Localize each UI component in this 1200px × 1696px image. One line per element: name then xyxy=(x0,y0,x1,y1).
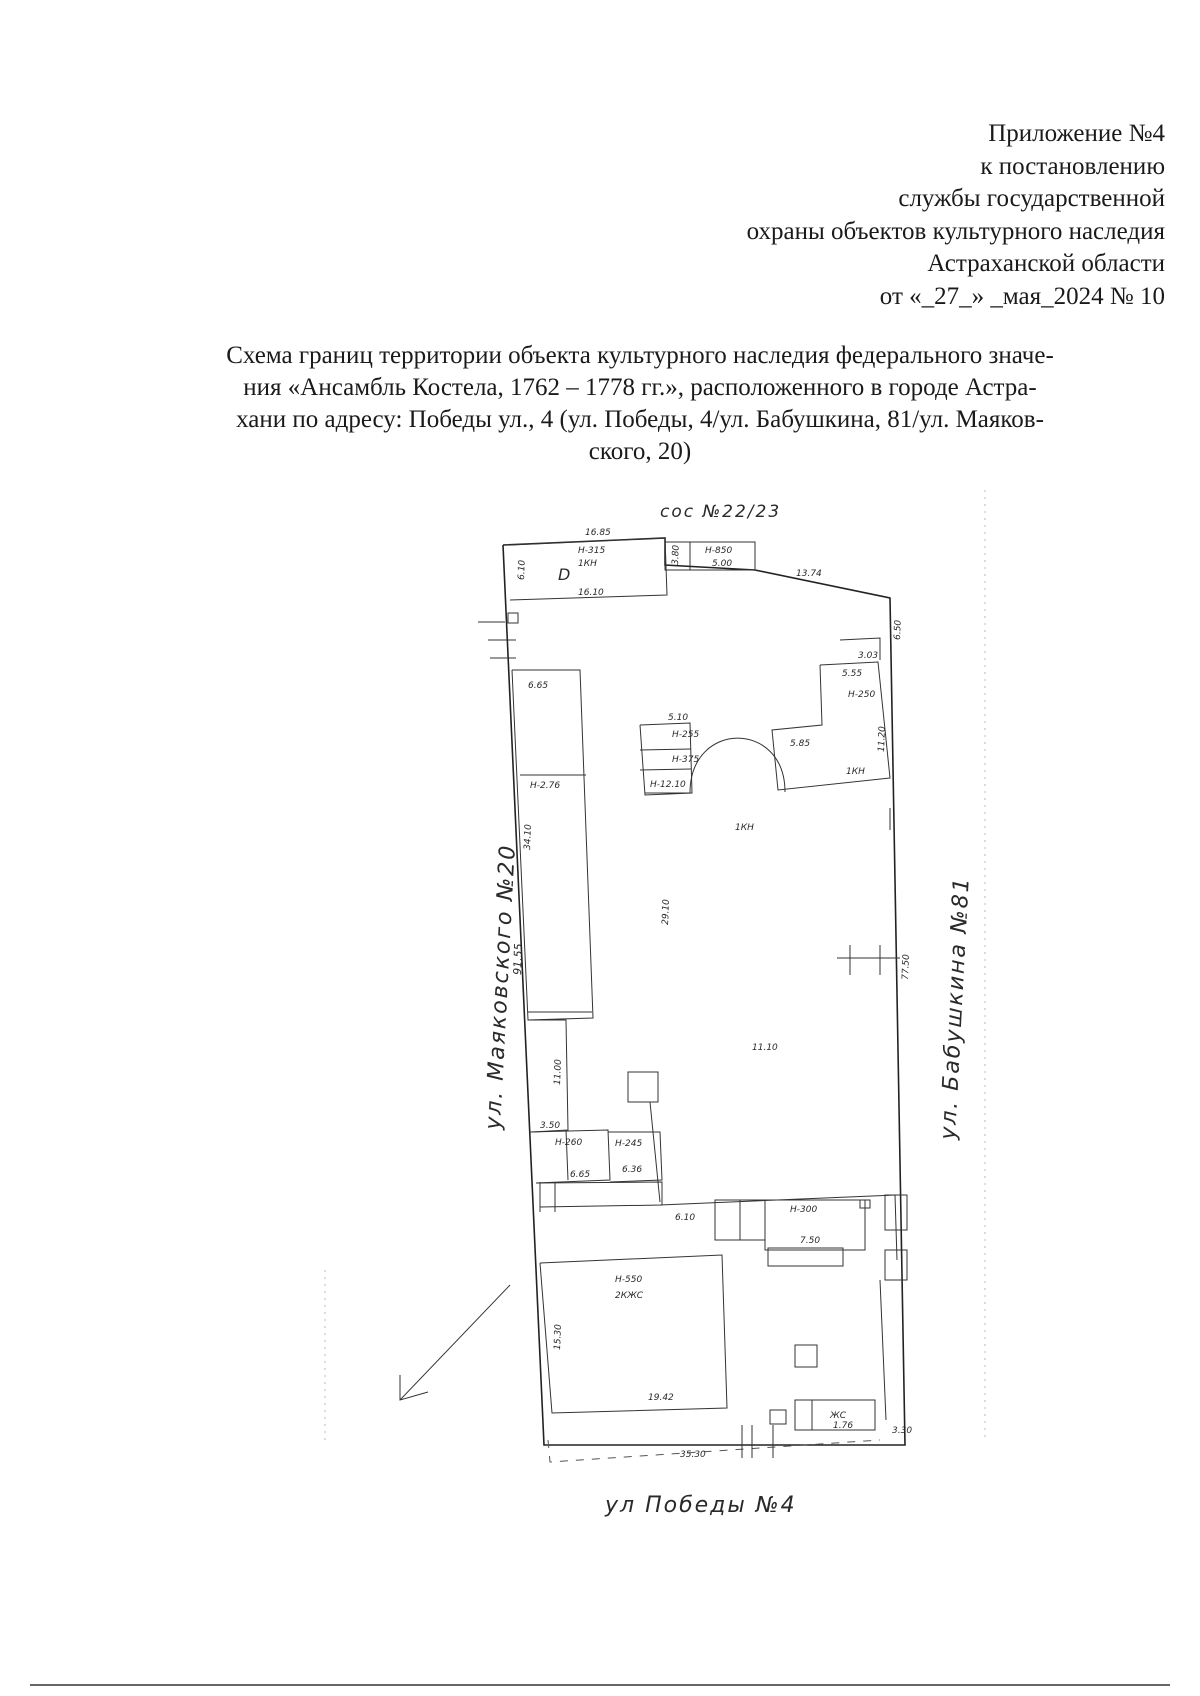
left-long-building xyxy=(511,669,594,1021)
wall-line xyxy=(639,768,692,771)
marking-label: 1КН xyxy=(846,767,865,777)
dim-label: 7.50 xyxy=(800,1236,820,1246)
wall-line xyxy=(879,1279,887,1421)
tiny-block xyxy=(769,1409,787,1425)
dim-label: 11.10 xyxy=(752,1043,778,1053)
height-label: H-850 xyxy=(705,546,732,556)
annex-notch xyxy=(839,637,881,660)
marking-label: 2КЖС xyxy=(615,1291,644,1301)
appendix-line: Приложение №4 xyxy=(988,120,1165,147)
dim-label: 6.65 xyxy=(570,1170,590,1180)
dim-label: 3.30 xyxy=(892,1426,912,1436)
scan-bottom-edge xyxy=(30,1684,1170,1686)
dim-label: 3.80 xyxy=(671,544,682,565)
dim-label: 77.50 xyxy=(901,954,912,980)
small-square xyxy=(794,1344,818,1368)
middle-small-building xyxy=(608,1131,663,1183)
shed-unit-large xyxy=(764,1199,866,1251)
dim-label: 6.65 xyxy=(528,681,548,691)
dim-label: 5.00 xyxy=(712,559,732,569)
building-letter: D xyxy=(558,565,570,584)
tiny-block xyxy=(627,1071,659,1103)
dim-label: 16.10 xyxy=(578,588,604,598)
building-top-small xyxy=(664,541,756,571)
shed-unit xyxy=(714,1199,741,1241)
church-annex-left xyxy=(639,722,693,796)
title-line: ского, 20) xyxy=(588,438,692,465)
dim-label: 16.85 xyxy=(585,528,611,538)
dim-label: 6.36 xyxy=(622,1165,642,1175)
height-label: H-300 xyxy=(790,1205,817,1215)
dim-label: 6.10 xyxy=(675,1213,695,1223)
building-d xyxy=(507,537,668,601)
marking-label: ЖС xyxy=(829,1411,847,1421)
height-label: H-315 xyxy=(578,546,605,556)
appendix-line: Астраханской области xyxy=(927,250,1165,277)
title-line: хани по адресу: Победы ул., 4 (ул. Побед… xyxy=(236,406,1044,433)
shed-unit xyxy=(884,1194,908,1231)
marking-label: 1КН xyxy=(735,823,754,833)
appendix-line: службы государственной xyxy=(898,185,1165,212)
dim-label: 11.20 xyxy=(877,726,888,752)
shed-unit xyxy=(884,1249,908,1281)
dim-label: 6.10 xyxy=(517,559,528,580)
church-apse xyxy=(689,737,786,794)
wall-line xyxy=(649,1101,661,1203)
shed-unit-low xyxy=(767,1247,844,1267)
large-bottom-building xyxy=(539,1254,728,1414)
left-small-building-2 xyxy=(529,1129,611,1184)
height-label: H-245 xyxy=(615,1139,642,1149)
dim-label: 6.50 xyxy=(893,619,904,640)
dim-label: 5.85 xyxy=(790,739,810,749)
shed-unit xyxy=(739,1199,766,1241)
height-label: H-250 xyxy=(848,690,875,700)
south-row-building xyxy=(535,1181,663,1208)
height-label: H-255 xyxy=(672,730,699,740)
dim-label: 13.74 xyxy=(796,569,822,579)
dim-label: 1.76 xyxy=(833,1421,853,1431)
dim-label: 11.00 xyxy=(553,1059,564,1085)
marking-label: 1КН xyxy=(578,559,597,569)
height-label: H-375 xyxy=(672,755,699,765)
gate-post xyxy=(507,612,519,624)
dim-label: 19.42 xyxy=(648,1393,674,1403)
dim-label: 5.10 xyxy=(668,713,688,723)
street-label-top: сос №22/23 xyxy=(660,502,781,522)
dim-label: 5.55 xyxy=(842,669,862,679)
height-label: H-260 xyxy=(555,1138,582,1148)
bottom-right-building xyxy=(794,1399,876,1431)
south-boundary xyxy=(547,1439,881,1463)
dim-label: 35.30 xyxy=(680,1450,706,1460)
dim-label: 34.10 xyxy=(523,824,534,850)
document-title: Схема границ территории объекта культурн… xyxy=(200,340,1080,468)
dim-label: 91.55 xyxy=(511,943,525,975)
appendix-line: от «_27_» _мая_2024 № 10 xyxy=(879,282,1165,310)
title-line: Схема границ территории объекта культурн… xyxy=(226,342,1054,369)
appendix-line: к постановлению xyxy=(980,152,1165,180)
tiny-block xyxy=(859,1199,871,1209)
dim-label: 3.50 xyxy=(540,1121,560,1131)
north-arrow-head-icon xyxy=(399,1375,429,1401)
dim-label: 3.03 xyxy=(858,651,878,661)
church-annex-right xyxy=(771,661,891,791)
street-label-left: ул. Маяковского №20 xyxy=(481,843,521,1131)
title-line: ния «Ансамбль Костела, 1762 – 1778 гг.»,… xyxy=(243,374,1037,401)
dim-label: 29.10 xyxy=(661,899,672,925)
appendix-line: охраны объектов культурного наследия xyxy=(746,217,1165,245)
street-label-right: ул. Бабушкина №81 xyxy=(936,876,975,1142)
height-label: H-2.76 xyxy=(530,781,560,791)
wall-line xyxy=(639,748,692,751)
street-label-bottom: ул Победы №4 xyxy=(604,1493,797,1518)
wall-line xyxy=(565,1129,569,1181)
height-label: H-550 xyxy=(615,1275,642,1285)
height-label: H-12.10 xyxy=(650,780,686,790)
dim-label: 15.30 xyxy=(553,1324,564,1350)
appendix-block: Приложение №4 к постановлению службы гос… xyxy=(465,118,1165,313)
north-arrow-icon xyxy=(399,1284,511,1401)
